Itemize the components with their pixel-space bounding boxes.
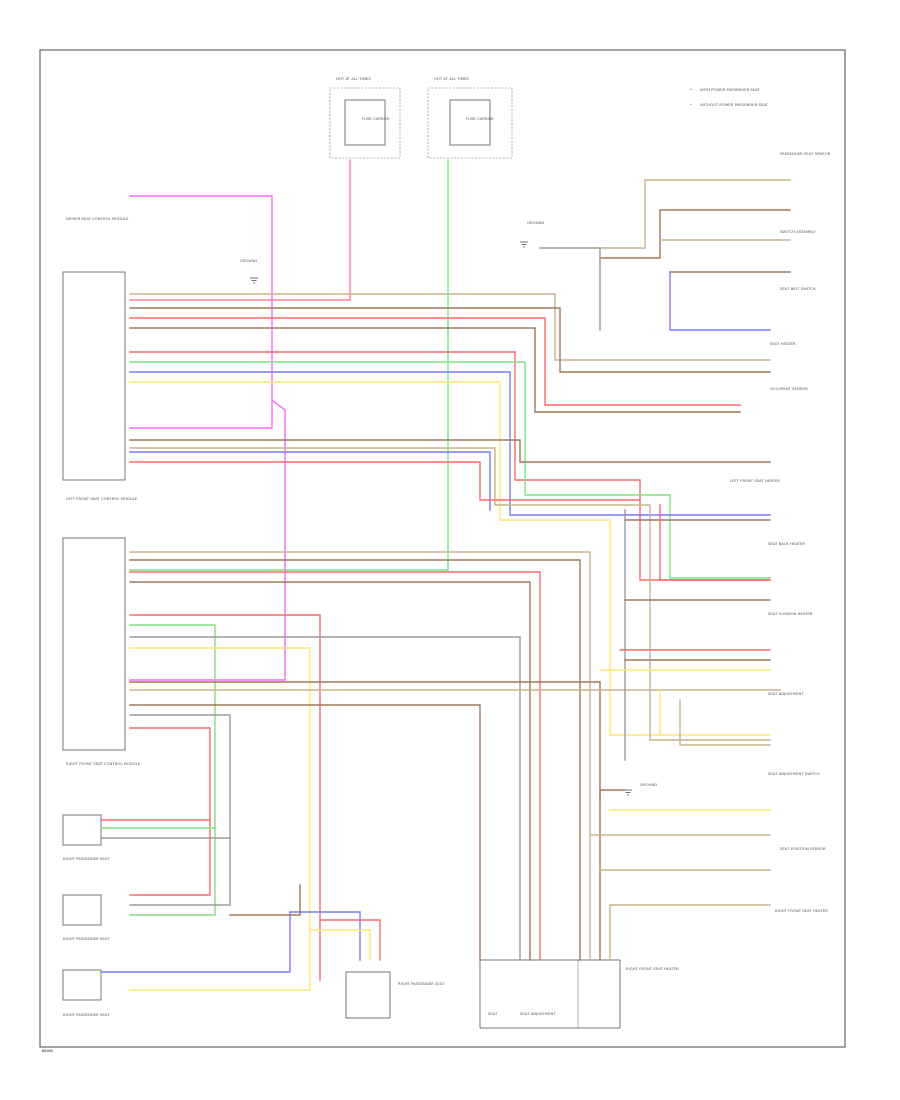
passenger-label-1: RIGHT PASSENGER SEAT bbox=[63, 856, 110, 861]
wire-a3 bbox=[129, 317, 741, 406]
wire-a1 bbox=[129, 293, 771, 361]
module-connector-a bbox=[62, 271, 126, 481]
legend-text-1: WITH POWER PASSENGER SEAT bbox=[700, 87, 761, 92]
wire-a6 bbox=[129, 361, 771, 579]
bottom-conn-label-2: SEAT ADJUSTMENT bbox=[520, 1011, 556, 1016]
legend-text-2: WITHOUT POWER PASSENGER SEAT bbox=[700, 102, 769, 107]
fuse-right-desc: FUSE CARRIER bbox=[466, 116, 494, 121]
wire-r1 bbox=[599, 179, 791, 249]
ground-symbols: GROUND GROUND GROUND bbox=[240, 220, 657, 796]
ground-icon-1 bbox=[520, 241, 528, 248]
ground-label-1: GROUND bbox=[527, 220, 544, 225]
wire-a2 bbox=[129, 307, 771, 373]
passenger-label-2: RIGHT PASSENGER SEAT bbox=[63, 936, 110, 941]
fuse-box-left: HOT AT ALL TIMES FUSE CARRIER bbox=[329, 76, 401, 159]
wire-a4 bbox=[129, 327, 741, 413]
wire-b9 bbox=[129, 681, 601, 961]
module-title-mid: LEFT FRONT SEAT CONTROL MODULE bbox=[66, 496, 138, 501]
right-label-bottom-2: RIGHT FRONT SEAT HEATER bbox=[775, 908, 828, 913]
wire-b13 bbox=[129, 727, 211, 896]
ground-label-3: GROUND bbox=[640, 782, 657, 787]
wire-magenta-2 bbox=[129, 399, 273, 429]
wire-a11 bbox=[129, 451, 491, 511]
wire-r2 bbox=[599, 209, 791, 259]
right-label-seat-3: SEAT ADJUSTMENT bbox=[768, 691, 804, 696]
wire-a10 bbox=[129, 447, 771, 741]
wire-b3 bbox=[129, 571, 541, 961]
right-components: PASSENGER SEAT SENSOR SWITCH ASSEMBLY SE… bbox=[730, 151, 831, 913]
bottom-module bbox=[479, 959, 621, 1029]
wire-b6 bbox=[129, 624, 216, 916]
wire-a9 bbox=[129, 439, 771, 463]
fuse-left-title: HOT AT ALL TIMES bbox=[336, 76, 371, 81]
wire-b2 bbox=[129, 559, 581, 961]
wire-r9 bbox=[659, 504, 771, 581]
wire-b5 bbox=[129, 614, 321, 981]
left-control-module: DRIVER SEAT CONTROL MODULE LEFT FRONT SE… bbox=[62, 216, 141, 766]
module-connector-b bbox=[62, 537, 126, 751]
wire-a12 bbox=[129, 461, 641, 501]
corner-tag: W0000 bbox=[42, 1049, 53, 1053]
wire-b7 bbox=[129, 636, 521, 961]
fuse-box-right: HOT AT ALL TIMES FUSE CARRIER bbox=[427, 76, 513, 159]
wire-a5 bbox=[129, 351, 771, 581]
bottom-center-label: RIGHT PASSENGER SEAT bbox=[398, 981, 445, 986]
wire-p7 bbox=[309, 929, 371, 961]
ground-icon-2 bbox=[250, 277, 258, 284]
wire-a8 bbox=[129, 381, 771, 736]
wire-p4 bbox=[100, 911, 361, 973]
wire-fuse-left bbox=[129, 159, 351, 301]
fuse-left-desc: FUSE CARRIER bbox=[362, 116, 390, 121]
legend-marker-2: * bbox=[690, 102, 692, 107]
right-label-sensor-5: OCCUPANT SENSOR bbox=[770, 386, 808, 391]
wire-magenta bbox=[129, 195, 286, 681]
wire-b4 bbox=[129, 581, 531, 961]
wire-r6 bbox=[539, 247, 601, 331]
right-label-sensor-1: PASSENGER SEAT SENSOR bbox=[780, 151, 831, 156]
diagram-frame bbox=[39, 49, 846, 1048]
right-label-left-seat-heater: LEFT FRONT SEAT HEATER bbox=[730, 478, 780, 483]
right-label-bottom-1: SEAT POSITION SENSOR bbox=[780, 846, 826, 851]
fuse-right-title: HOT AT ALL TIMES bbox=[434, 76, 469, 81]
ground-label-2: GROUND bbox=[240, 258, 257, 263]
passenger-label-3: RIGHT PASSENGER SEAT bbox=[63, 1012, 110, 1017]
right-label-sensor-2: SWITCH ASSEMBLY bbox=[780, 229, 816, 234]
legend-marker-1: * bbox=[690, 87, 692, 92]
bottom-conn-label-1: SEAT bbox=[488, 1011, 498, 1016]
legend: * WITH POWER PASSENGER SEAT * WITHOUT PO… bbox=[690, 87, 769, 107]
wire-b12 bbox=[129, 714, 231, 906]
passenger-conn-2 bbox=[62, 894, 102, 926]
passenger-conn-3 bbox=[62, 969, 102, 1001]
wire-r20 bbox=[609, 904, 771, 961]
right-label-sensor-3: SEAT BELT SWITCH bbox=[780, 286, 816, 291]
ground-icon-3 bbox=[624, 789, 632, 796]
wire-p5 bbox=[229, 884, 301, 916]
wire-r16 bbox=[599, 789, 626, 801]
wire-b8 bbox=[129, 647, 311, 991]
passenger-conn-1 bbox=[62, 814, 102, 846]
bottom-connectors: RIGHT PASSENGER SEAT SEAT SEAT ADJUSTMEN… bbox=[345, 959, 679, 1029]
right-label-seat-1: SEAT BACK HEATER bbox=[768, 541, 805, 546]
bottom-right-label: RIGHT FRONT SEAT HEATER bbox=[626, 966, 679, 971]
module-title-bot: RIGHT FRONT SEAT CONTROL MODULE bbox=[66, 761, 141, 766]
right-label-seat-2: SEAT CUSHION HEATER bbox=[768, 611, 813, 616]
wires bbox=[100, 159, 791, 991]
module-title-top: DRIVER SEAT CONTROL MODULE bbox=[66, 216, 129, 221]
wire-a7 bbox=[129, 371, 771, 516]
left-passenger-connectors: RIGHT PASSENGER SEAT RIGHT PASSENGER SEA… bbox=[62, 814, 110, 1017]
right-label-sensor-4: SEAT HEATER bbox=[770, 341, 796, 346]
wire-b1 bbox=[129, 551, 591, 961]
bottom-conn-center bbox=[345, 971, 391, 1019]
right-label-seat-4: SEAT ADJUSTMENT SWITCH bbox=[768, 771, 820, 776]
wire-r14 bbox=[679, 699, 771, 746]
wire-p6 bbox=[319, 919, 381, 961]
wire-fuse-right bbox=[129, 159, 449, 571]
wire-b11 bbox=[129, 704, 481, 961]
wire-r4 bbox=[669, 271, 771, 331]
